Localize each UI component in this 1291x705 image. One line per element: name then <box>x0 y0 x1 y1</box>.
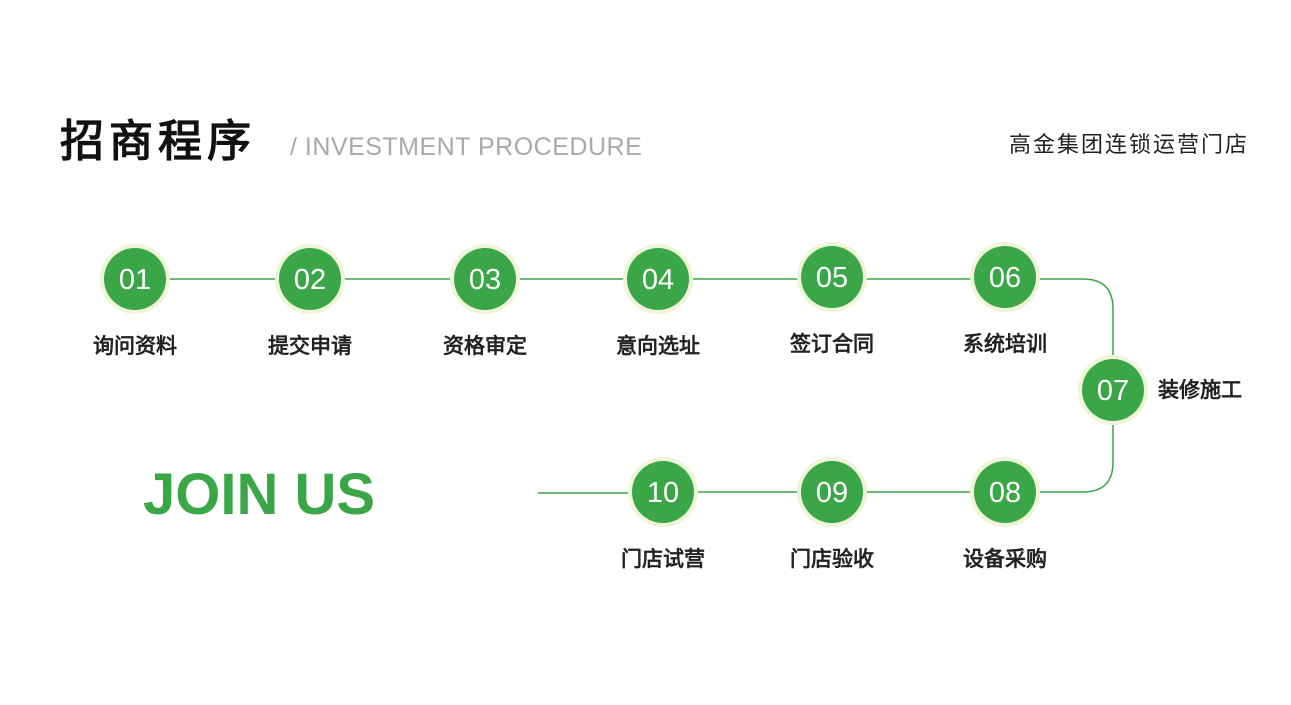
step-circle <box>801 246 863 308</box>
step-number: 03 <box>469 264 501 296</box>
step-number: 09 <box>816 477 848 509</box>
step-node-03: 03 <box>450 244 520 314</box>
step-circle <box>279 248 341 310</box>
step-label-07: 装修施工 <box>1158 378 1242 402</box>
step-nodes: 01 02 03 04 05 06 07 08 09 10 <box>100 242 1148 527</box>
step-label-04: 意向选址 <box>616 334 700 358</box>
step-label-08: 设备采购 <box>963 547 1047 571</box>
step-circle <box>974 461 1036 523</box>
step-node-09: 09 <box>797 457 867 527</box>
step-circle <box>454 248 516 310</box>
step-number: 05 <box>816 262 848 294</box>
step-node-10: 10 <box>628 457 698 527</box>
step-number: 06 <box>989 262 1021 294</box>
step-number: 01 <box>119 264 151 296</box>
step-node-02: 02 <box>275 244 345 314</box>
step-label-06: 系统培训 <box>963 332 1047 356</box>
step-number: 04 <box>642 264 674 296</box>
step-node-07: 07 <box>1078 355 1148 425</box>
step-number: 07 <box>1097 375 1129 407</box>
step-label-03: 资格审定 <box>443 334 527 358</box>
step-label-10: 门店试营 <box>621 547 705 571</box>
join-us-slogan: JOIN US <box>143 462 376 527</box>
company-name: 高金集团连锁运营门店 <box>1008 133 1249 158</box>
step-number: 10 <box>647 477 679 509</box>
step-node-05: 05 <box>797 242 867 312</box>
step-node-04: 04 <box>623 244 693 314</box>
step-node-06: 06 <box>970 242 1040 312</box>
step-label-01: 询问资料 <box>93 334 177 358</box>
step-number: 02 <box>294 264 326 296</box>
step-circle <box>801 461 863 523</box>
step-label-02: 提交申请 <box>268 334 352 358</box>
page-title: 招商程序 <box>60 116 256 167</box>
step-circle <box>632 461 694 523</box>
step-circle <box>104 248 166 310</box>
step-label-05: 签订合同 <box>790 332 874 356</box>
flow-connector-line <box>135 278 1114 493</box>
step-number: 08 <box>989 477 1021 509</box>
page-subtitle: / INVESTMENT PROCEDURE <box>290 133 643 161</box>
step-circle <box>974 246 1036 308</box>
step-node-08: 08 <box>970 457 1040 527</box>
step-circle <box>1082 359 1144 421</box>
step-label-09: 门店验收 <box>790 547 874 571</box>
step-node-01: 01 <box>100 244 170 314</box>
step-circle <box>627 248 689 310</box>
